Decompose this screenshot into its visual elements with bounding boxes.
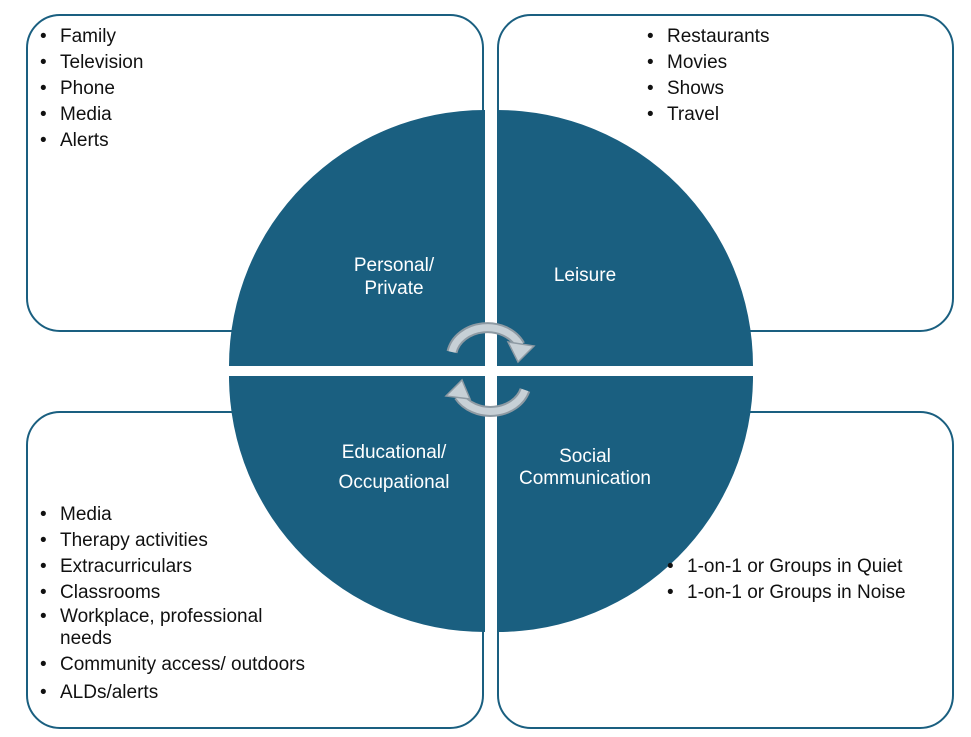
leisure-quadrant — [497, 110, 753, 366]
list-item: 1-on-1 or Groups in Noise — [665, 580, 906, 606]
leisure-list: Restaurants Movies Shows Travel — [645, 24, 769, 128]
list-item: Television — [38, 50, 143, 76]
social-label-line2: Communication — [519, 468, 651, 489]
leisure-label: Leisure — [554, 265, 616, 286]
list-item: Family — [38, 24, 143, 50]
list-item: Workplace, professional needs — [38, 606, 306, 650]
list-item: Therapy activities — [38, 528, 306, 554]
personal-list: Family Television Phone Media Alerts — [38, 24, 143, 154]
social-label-line1: Social — [559, 446, 611, 467]
list-item: Movies — [645, 50, 769, 76]
list-item: Media — [38, 502, 306, 528]
personal-quadrant — [229, 110, 485, 366]
list-item: Alerts — [38, 128, 143, 154]
list-item: Travel — [645, 102, 769, 128]
social-quadrant — [497, 376, 753, 632]
list-item: Shows — [645, 76, 769, 102]
educational-label-line2: Occupational — [339, 472, 450, 493]
list-item: Media — [38, 102, 143, 128]
personal-label-line2: Private — [364, 278, 423, 299]
list-item: Classrooms — [38, 580, 306, 606]
list-item: 1-on-1 or Groups in Quiet — [665, 554, 906, 580]
personal-label-line1: Personal/ — [354, 255, 435, 276]
list-item: ALDs/alerts — [38, 680, 306, 706]
educational-quadrant — [229, 376, 485, 632]
list-item: Extracurriculars — [38, 554, 306, 580]
list-item: Phone — [38, 76, 143, 102]
list-item: Community access/ outdoors — [38, 654, 306, 676]
educational-list: Media Therapy activities Extracurricular… — [38, 502, 306, 706]
cycle-arrow-icon — [444, 378, 531, 417]
educational-label-line1: Educational/ — [342, 442, 447, 463]
list-item: Restaurants — [645, 24, 769, 50]
cycle-arrow-icon — [446, 322, 536, 364]
social-list: 1-on-1 or Groups in Quiet 1-on-1 or Grou… — [665, 554, 906, 606]
